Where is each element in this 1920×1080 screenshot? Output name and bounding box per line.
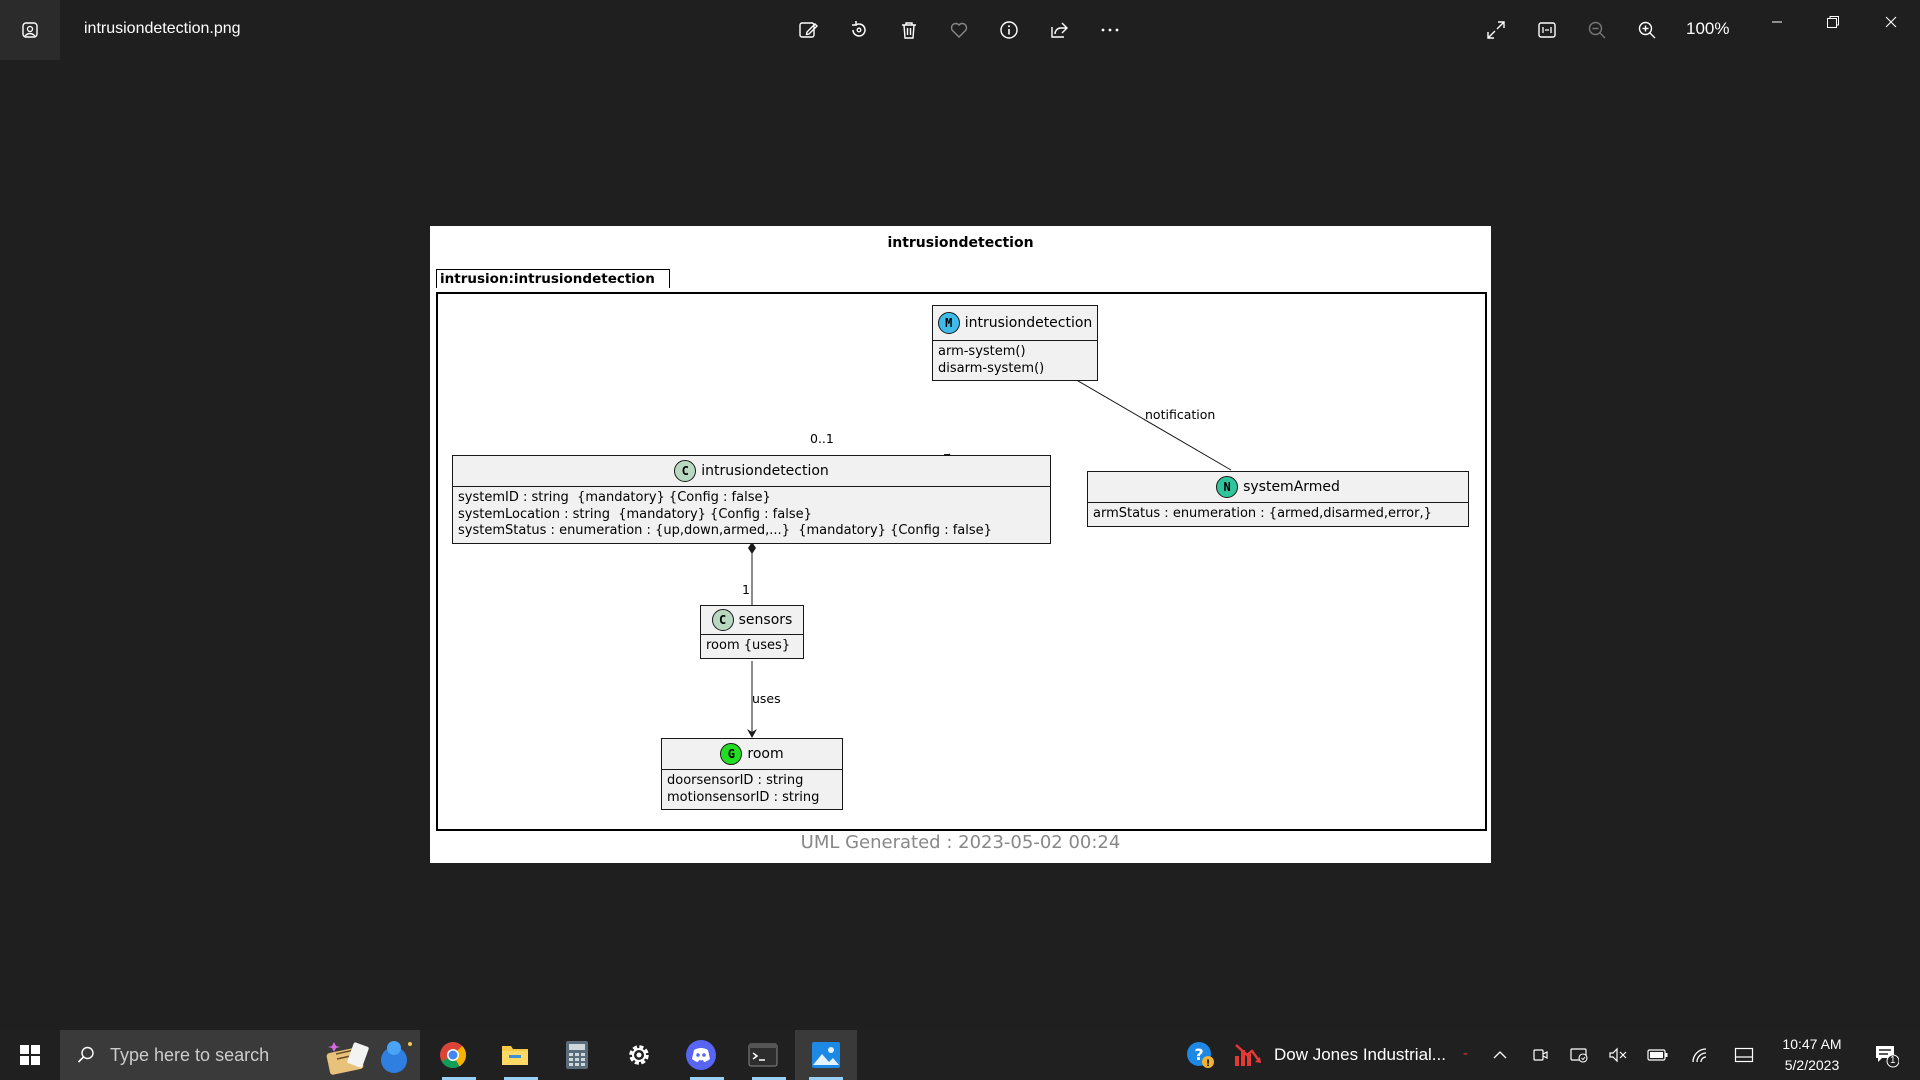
windows-start-icon[interactable] xyxy=(0,1030,60,1080)
taskbar-search-box[interactable]: Type here to search xyxy=(60,1030,420,1080)
notification-edge-label: notification xyxy=(1145,407,1216,422)
taskbar: Type here to search ?! xyxy=(0,1030,1920,1080)
more-options-icon[interactable] xyxy=(1094,14,1126,46)
show-hidden-icons-chevron-icon[interactable] xyxy=(1488,1030,1512,1080)
room-class-name: room xyxy=(747,746,784,762)
sensors-class-name: sensors xyxy=(738,612,793,628)
minimize-icon[interactable] xyxy=(1757,10,1797,34)
notification-center-icon[interactable]: 1 xyxy=(1866,1030,1906,1080)
module-class-name: intrusiondetection xyxy=(964,315,1093,331)
multiplicity-label-sensors: 1 xyxy=(742,582,750,597)
package-frame xyxy=(436,292,1487,831)
container-stereotype-icon: C xyxy=(674,460,697,482)
input-indicator-icon[interactable] xyxy=(1731,1030,1757,1080)
favorite-heart-icon[interactable] xyxy=(943,14,975,46)
notification-count-badge: 1 xyxy=(1890,1055,1896,1066)
diagram-title: intrusiondetection xyxy=(887,235,1034,251)
notification-class-name: systemArmed xyxy=(1243,479,1340,495)
svg-text:?: ? xyxy=(1194,1045,1203,1064)
info-icon[interactable] xyxy=(993,14,1025,46)
room-class-members: doorsensorID : string motionsensorID : s… xyxy=(667,773,820,805)
container-class-name: intrusiondetection xyxy=(701,463,829,479)
settings-icon[interactable] xyxy=(614,1030,664,1080)
uml-generated-caption: UML Generated : 2023-05-02 00:24 xyxy=(800,832,1121,853)
discord-running-indicator xyxy=(690,1077,724,1080)
help-badge-icon[interactable]: ?! xyxy=(1182,1030,1218,1080)
volume-muted-icon[interactable] xyxy=(1605,1030,1631,1080)
title-bar: intrusiondetection.png 100% xyxy=(0,0,1920,60)
notification-edge xyxy=(1072,377,1232,471)
meet-now-icon[interactable] xyxy=(1527,1030,1553,1080)
zoom-out-icon[interactable] xyxy=(1581,14,1613,46)
stock-down-icon[interactable] xyxy=(1230,1030,1266,1080)
displayed-image: intrusiondetection intrusion:intrusionde… xyxy=(430,226,1491,863)
module-class-members: arm-system() disarm-system() xyxy=(938,344,1045,376)
uses-edge-label: uses xyxy=(752,691,781,706)
multiplicity-label-top: 0..1 xyxy=(810,431,834,446)
search-highlight-illustration-icon xyxy=(326,1041,412,1075)
module-stereotype-icon: M xyxy=(937,312,960,334)
search-placeholder: Type here to search xyxy=(110,1044,270,1065)
wifi-icon[interactable] xyxy=(1687,1030,1713,1080)
zoom-level[interactable]: 100% xyxy=(1686,19,1730,38)
news-ticker-text[interactable]: Dow Jones Industrial... xyxy=(1274,1045,1446,1064)
clock-date[interactable]: 5/2/2023 xyxy=(1784,1057,1840,1073)
photos-icon[interactable] xyxy=(795,1030,857,1080)
uses-arrowhead xyxy=(747,729,757,738)
sensors-class-members: room {uses} xyxy=(706,638,791,653)
terminal-running-indicator xyxy=(752,1077,786,1080)
news-ticker-change: - xyxy=(1463,1045,1468,1062)
actual-size-icon[interactable] xyxy=(1531,14,1563,46)
svg-text:!: ! xyxy=(1206,1059,1210,1069)
close-icon[interactable] xyxy=(1871,10,1911,34)
file-explorer-icon[interactable] xyxy=(490,1030,540,1080)
rotate-icon[interactable] xyxy=(843,14,875,46)
photos-app-icon[interactable] xyxy=(0,0,60,60)
notification-class-box: N systemArmed armStatus : enumeration : … xyxy=(1087,471,1469,527)
restore-icon[interactable] xyxy=(1813,10,1853,34)
share-icon[interactable] xyxy=(1043,14,1075,46)
container-class-members: systemID : string {mandatory} {Config : … xyxy=(458,490,992,538)
chrome-running-indicator xyxy=(442,1077,476,1080)
composition-diamond-sensors xyxy=(748,542,756,554)
package-label: intrusion:intrusiondetection xyxy=(436,269,670,288)
room-stereotype-icon: G xyxy=(720,743,743,765)
calculator-icon[interactable] xyxy=(552,1030,602,1080)
module-class-box: M intrusiondetection arm-system() disarm… xyxy=(932,305,1098,381)
terminal-icon[interactable] xyxy=(738,1030,788,1080)
sensors-stereotype-icon: C xyxy=(711,609,734,631)
room-class-box: G room doorsensorID : string motionsenso… xyxy=(661,738,843,810)
display-settings-icon[interactable] xyxy=(1566,1030,1592,1080)
photos-running-indicator xyxy=(809,1077,843,1080)
search-icon xyxy=(77,1046,94,1063)
zoom-in-icon[interactable] xyxy=(1631,14,1663,46)
clock-time[interactable]: 10:47 AM xyxy=(1782,1036,1842,1052)
fullscreen-icon[interactable] xyxy=(1480,14,1512,46)
edit-image-icon[interactable] xyxy=(792,14,824,46)
chrome-icon[interactable] xyxy=(428,1030,478,1080)
battery-icon[interactable] xyxy=(1645,1030,1671,1080)
file-name-title: intrusiondetection.png xyxy=(84,20,241,37)
explorer-running-indicator xyxy=(504,1077,538,1080)
container-class-box: C intrusiondetection systemID : string {… xyxy=(452,455,1051,544)
notification-class-members: armStatus : enumeration : {armed,disarme… xyxy=(1093,506,1432,521)
sensors-class-box: C sensors room {uses} xyxy=(700,605,804,659)
discord-icon[interactable] xyxy=(676,1030,726,1080)
delete-icon[interactable] xyxy=(893,14,925,46)
notification-stereotype-icon: N xyxy=(1216,476,1239,498)
